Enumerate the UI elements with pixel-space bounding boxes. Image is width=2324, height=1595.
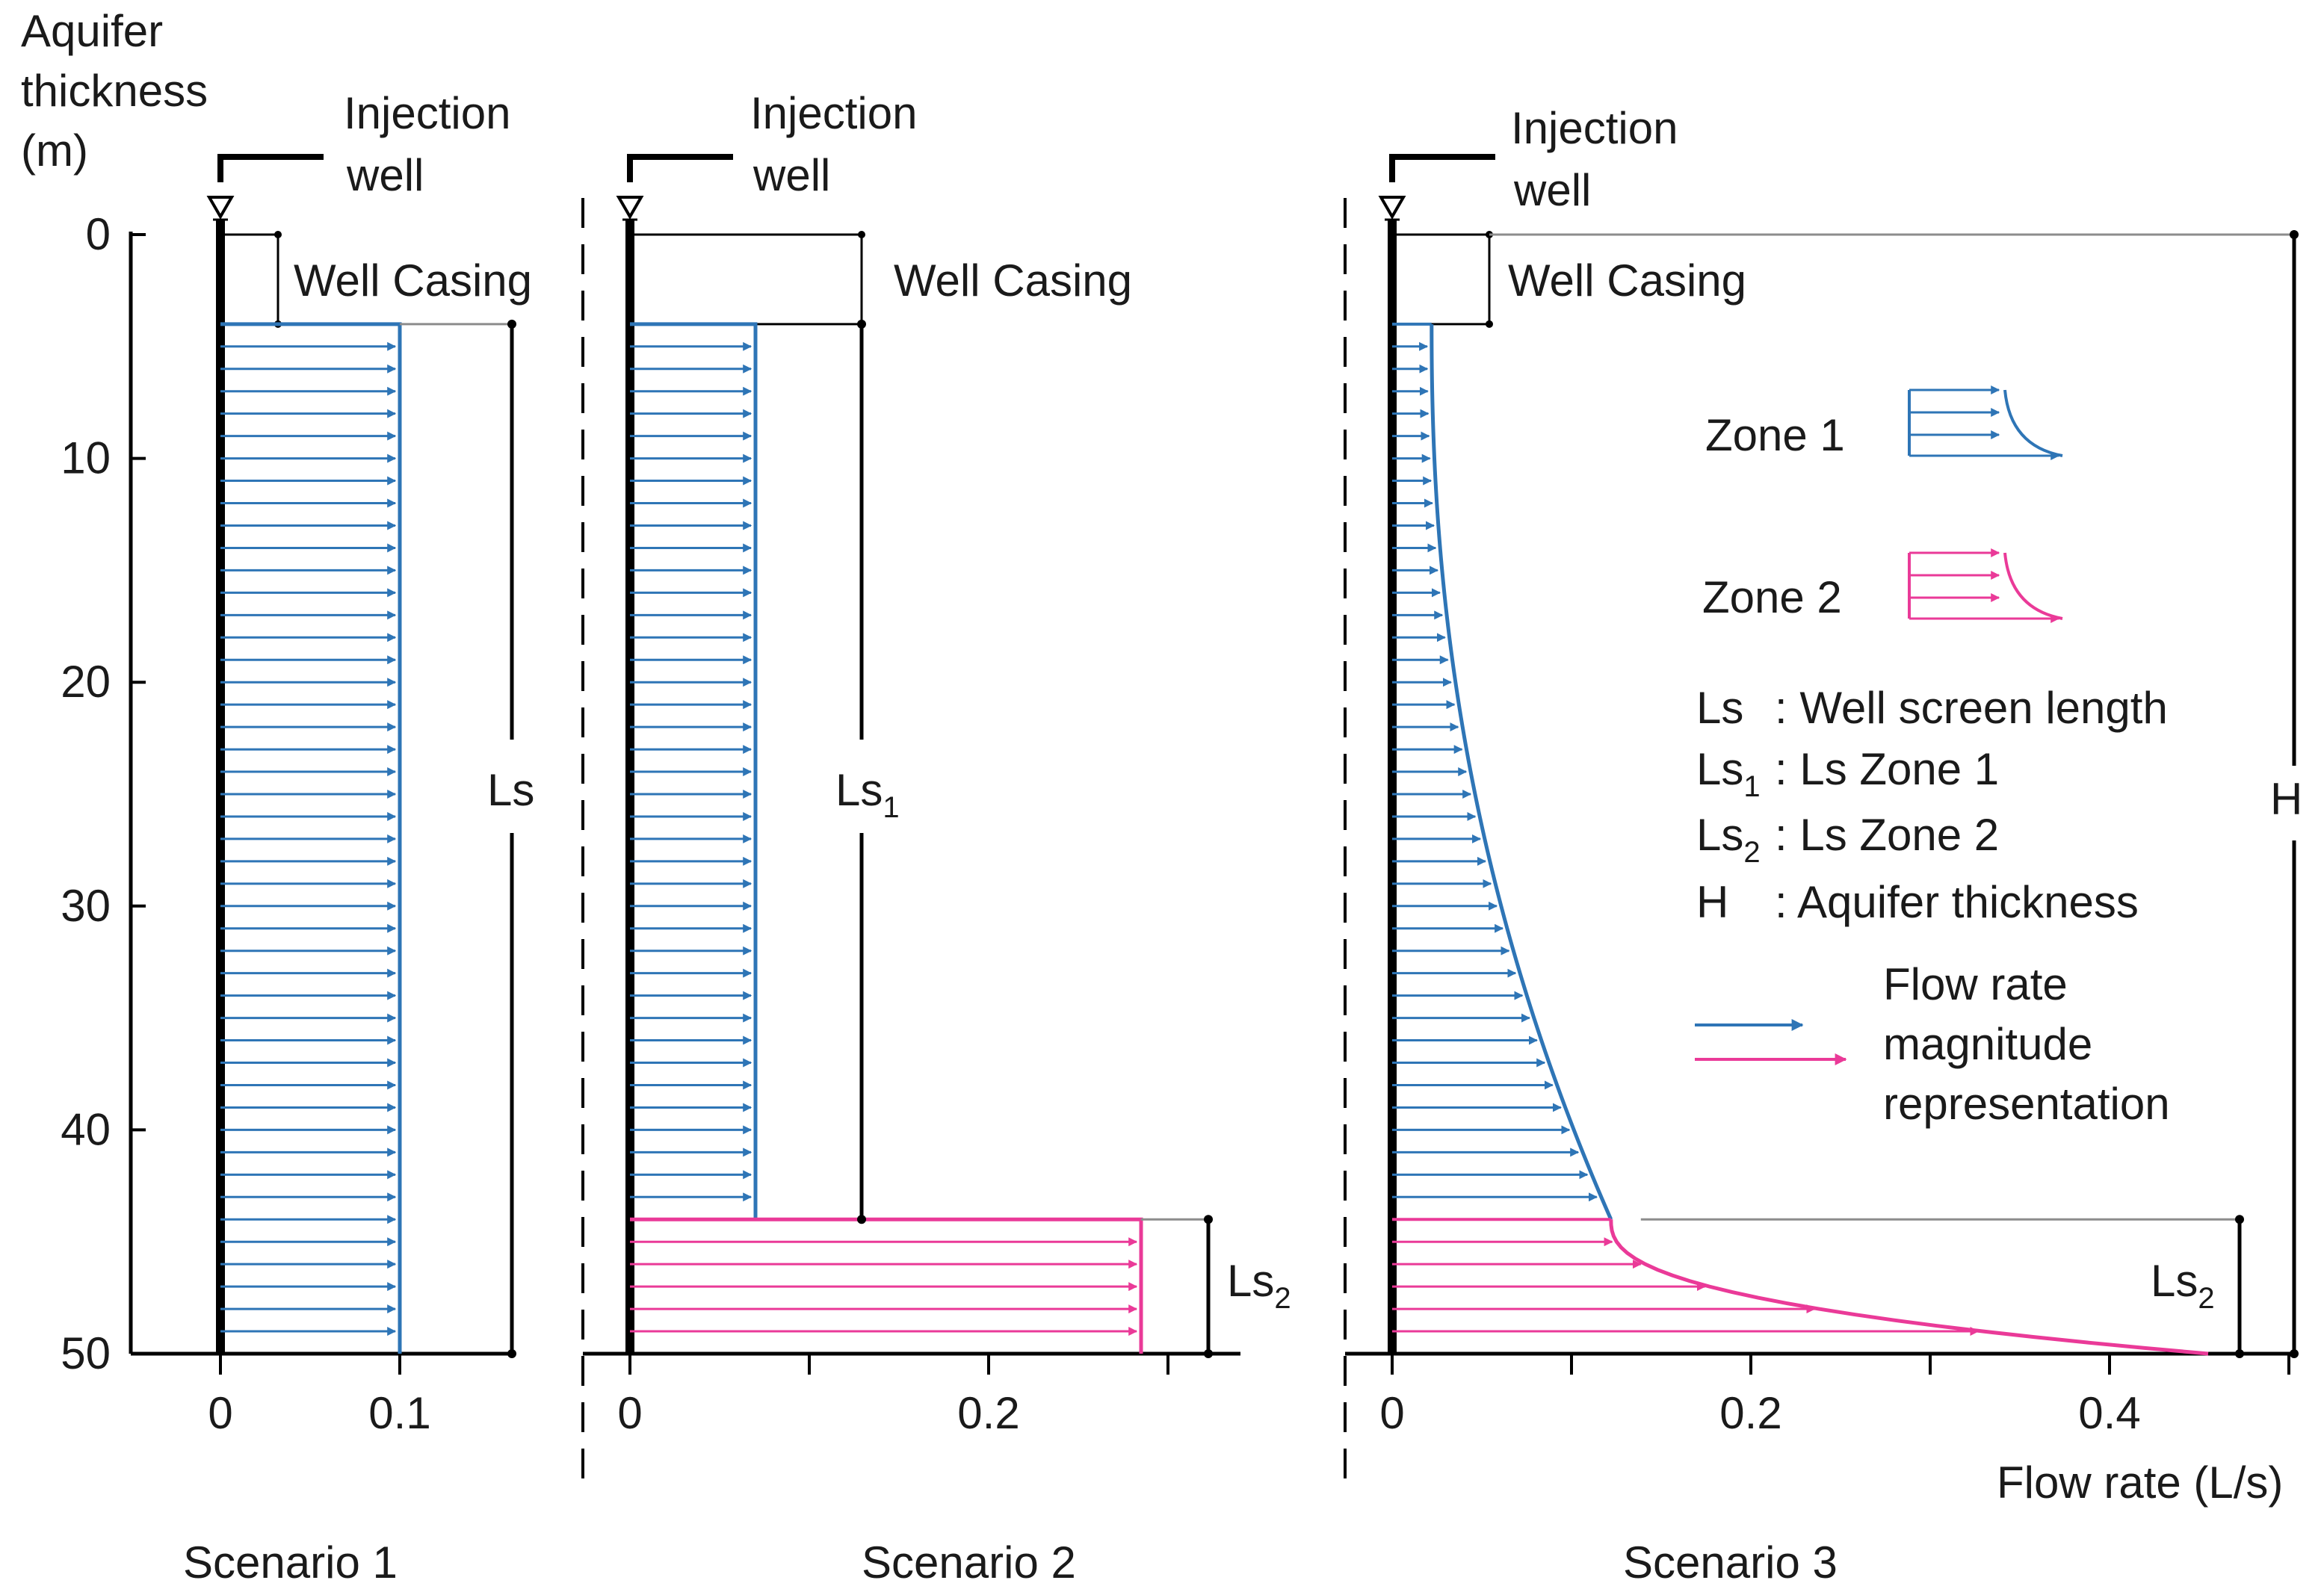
y-tick-label: 10 <box>61 433 111 483</box>
y-tick-label: 20 <box>61 657 111 707</box>
well-label-2-line-1: Injection <box>750 88 917 138</box>
legend-def-1-text: : Well screen length <box>1775 683 2168 733</box>
legend-def-4-text: : Aquifer thickness <box>1775 877 2139 927</box>
legend-def-4-symbol: H <box>1696 877 1728 927</box>
scenario-3-title: Scenario 3 <box>1623 1537 1838 1588</box>
legend-arrow-caption-line-3: representation <box>1883 1079 2170 1129</box>
ls1-symbol: Ls <box>835 765 883 815</box>
well-labels: Injection well Injection well Injection … <box>344 88 1678 215</box>
x-tick-label: 0.2 <box>957 1388 1019 1438</box>
legend-def-3-symbol: Ls2 <box>1696 810 1761 869</box>
y-tick-label: 30 <box>61 881 111 931</box>
legend-zone-1-label: Zone 1 <box>1705 410 1845 460</box>
legend-icon-curve <box>2003 389 2063 457</box>
legend-def-3-text: : Ls Zone 2 <box>1775 810 1999 860</box>
dimension-node <box>2235 1215 2244 1224</box>
casing-node <box>274 231 282 238</box>
water-level-icon <box>206 196 235 220</box>
ls-label-scenario-1: Ls <box>487 765 534 815</box>
scenario-3-panel: 0 0.2 0.4 <box>1345 154 2299 1438</box>
casing-label-3: Well Casing <box>1508 255 1746 306</box>
y-tick-label: 0 <box>86 209 111 259</box>
y-ticks: 0 10 20 30 40 50 <box>61 209 146 1378</box>
well-label-3-line-1: Injection <box>1511 103 1678 153</box>
x-tick-label: 0.4 <box>2078 1388 2140 1438</box>
legend: Zone 1 Zone 2 Ls : Well screen length Ls… <box>1695 385 2170 1129</box>
zone-2-profile-curve <box>1609 1219 2209 1356</box>
ls2-subscript: 2 <box>1274 1282 1291 1315</box>
y-tick-label: 40 <box>61 1104 111 1154</box>
x-axis-label: Flow rate (L/s) <box>1997 1458 2283 1508</box>
legend-zone-1-icon <box>1908 385 2063 460</box>
y-axis-title-line-3: (m) <box>21 126 88 176</box>
scenario-2-title: Scenario 2 <box>862 1537 1076 1588</box>
water-level-icon <box>616 196 644 220</box>
legend-arrow-caption-line-2: magnitude <box>1883 1019 2092 1069</box>
dimension-node <box>1204 1215 1213 1224</box>
ls1-subscript: 1 <box>883 791 899 824</box>
legend-zone-2-icon <box>1908 548 2063 623</box>
dimension-node <box>857 319 866 329</box>
well-casing-box <box>630 233 863 326</box>
x-tick-label: 0 <box>208 1388 232 1438</box>
water-level-icon <box>1378 196 1406 220</box>
well-label-1-line-2: well <box>346 150 424 200</box>
dimension-node <box>857 1215 866 1224</box>
ls2-subscript-s3: 2 <box>2198 1282 2214 1315</box>
x-tick-label: 0 <box>617 1388 642 1438</box>
well-casing-box <box>220 233 279 326</box>
well-label-1-line-1: Injection <box>344 88 510 138</box>
dimension-node <box>2290 1349 2299 1358</box>
y-axis-title-line-1: Aquifer <box>21 6 163 56</box>
legend-def-2-symbol: Ls1 <box>1696 744 1761 803</box>
casing-node <box>1486 320 1493 328</box>
y-axis-title-line-2: thickness <box>21 66 208 116</box>
y-tick-label: 50 <box>61 1328 111 1378</box>
casing-label-2: Well Casing <box>894 255 1132 306</box>
ls2-label-scenario-3: Ls2 <box>2151 1256 2215 1315</box>
x-tick-label: 0.2 <box>1719 1388 1781 1438</box>
well-head <box>1389 154 1495 182</box>
ls2-symbol: Ls <box>1227 1256 1274 1306</box>
dimension-node <box>1204 1349 1213 1358</box>
casing-label-1: Well Casing <box>294 255 532 306</box>
legend-arrow-caption-line-1: Flow rate <box>1883 959 2068 1009</box>
legend-icon-curve <box>2003 552 2063 620</box>
legend-zone-2-label: Zone 2 <box>1702 572 1842 622</box>
dimension-node <box>507 1349 516 1358</box>
ls2-symbol-s3: Ls <box>2151 1256 2198 1306</box>
legend-def-1-symbol: Ls <box>1696 683 1743 733</box>
h-label-scenario-3: H <box>2270 774 2302 824</box>
well-label-2-line-2: well <box>752 150 830 200</box>
scenario-1-title: Scenario 1 <box>183 1537 398 1588</box>
x-tick-label: 0.1 <box>368 1388 430 1438</box>
zone-1-profile-curve <box>1430 323 1613 1221</box>
dimension-node <box>507 319 516 329</box>
well-casing-box <box>1392 233 1491 326</box>
ls2-label-scenario-2: Ls2 <box>1227 1256 1291 1315</box>
casing-node <box>858 231 865 238</box>
zone-1-envelope <box>630 322 758 1220</box>
y-axis: Aquifer thickness (m) 0 10 20 30 40 50 <box>21 6 208 1378</box>
ls1-label-scenario-2: Ls1 <box>835 765 900 824</box>
well-head <box>627 154 733 182</box>
well-head <box>217 154 324 182</box>
dimension-node <box>2290 230 2299 239</box>
well-label-3-line-2: well <box>1513 165 1591 215</box>
legend-def-2-text: : Ls Zone 1 <box>1775 744 1999 794</box>
x-tick-label: 0 <box>1379 1388 1404 1438</box>
dimension-node <box>2235 1349 2244 1358</box>
